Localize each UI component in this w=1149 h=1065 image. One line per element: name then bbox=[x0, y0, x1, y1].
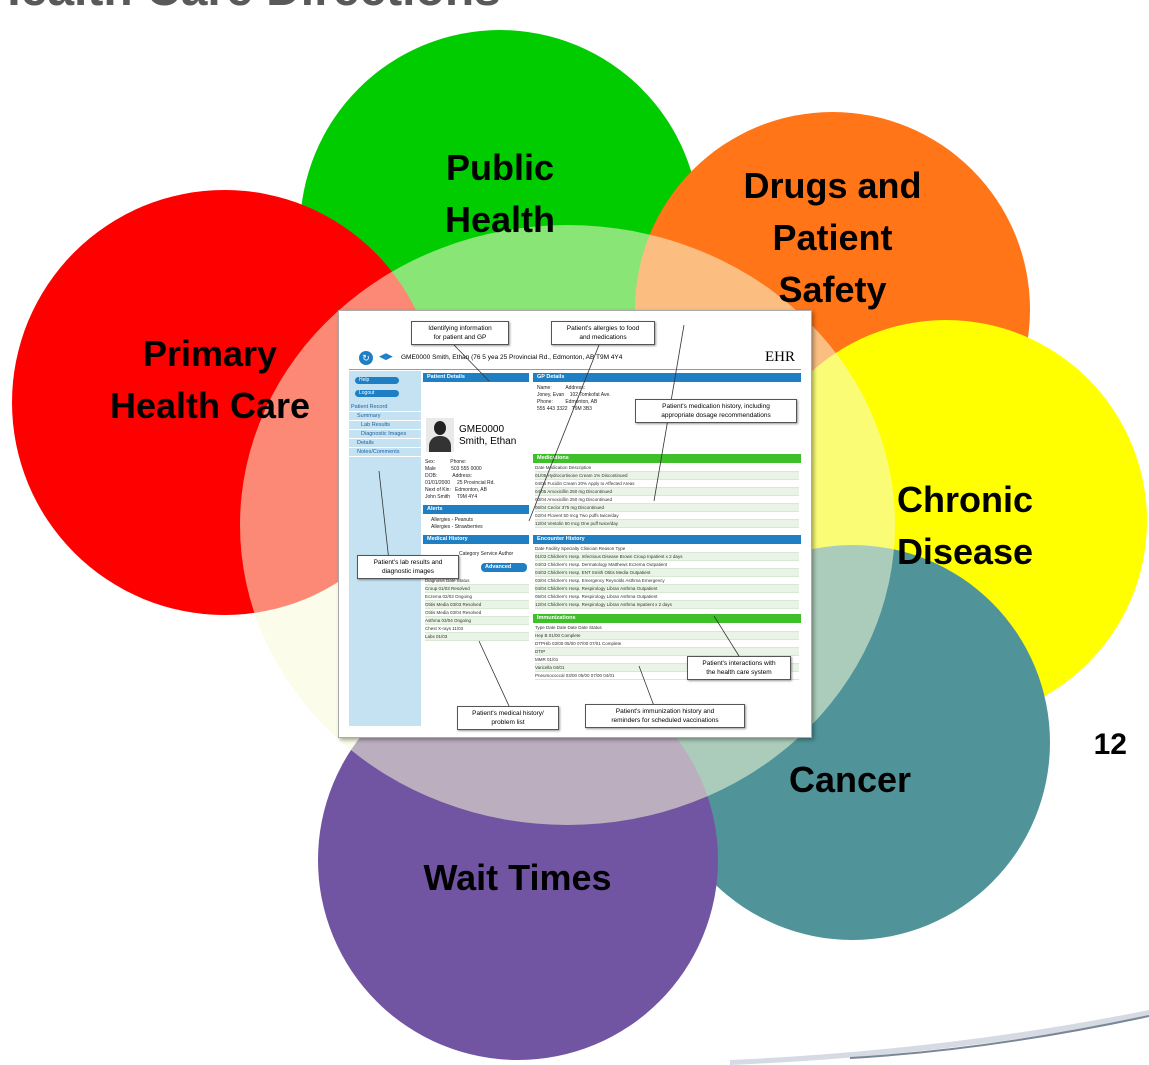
table-row: Date Facility Specialty Clinician Reason… bbox=[535, 545, 799, 553]
label-cancer: Cancer bbox=[788, 759, 912, 800]
ehr-sidebar: Help Logout Patient Record Summary Lab R… bbox=[349, 371, 421, 726]
table-row: Date Medication Description bbox=[535, 464, 799, 472]
encounter-history-table: Date Facility Specialty Clinician Reason… bbox=[535, 545, 799, 609]
ehr-screenshot: ↻ ◀▶ GME0000 Smith, Ethan (76 5 yea 25 P… bbox=[338, 310, 812, 738]
table-row: 04/04 Children's Hosp. Respirology Libra… bbox=[535, 585, 799, 593]
table-row: 02/04 Flovent 50 mcg Two puffs twice/day bbox=[535, 512, 799, 520]
table-row: DTPHib 03/00 05/00 07/00 07/01 Complete bbox=[535, 640, 799, 648]
gp-details-header: GP Details bbox=[533, 373, 801, 382]
sidebar-item-notes[interactable]: Notes/Comments bbox=[349, 448, 421, 457]
patient-photo bbox=[426, 418, 454, 452]
page-number: 12 bbox=[1093, 728, 1127, 761]
label-primary-health-care: Primary Health Care bbox=[109, 333, 311, 426]
logout-button[interactable]: Logout bbox=[355, 390, 399, 397]
table-row: 12/04 Children's Hosp. Respirology Libra… bbox=[535, 601, 799, 609]
table-row[interactable]: Asthma 03/04 Ongoing bbox=[425, 617, 529, 625]
table-row[interactable]: Otitis Media 03/04 Resolved bbox=[425, 609, 529, 617]
table-row: 03/04 Amoxicillin 250 mg Discontinued bbox=[535, 496, 799, 504]
history-filters[interactable]: Category Service Author bbox=[459, 551, 514, 557]
table-row: Type Date Date Date Date Status bbox=[535, 624, 799, 632]
ehr-brand-logo: EHR bbox=[765, 349, 795, 365]
advanced-button[interactable]: Advanced bbox=[481, 563, 527, 572]
table-row: 01/05 Hydrocortisone Cream 1% Discontinu… bbox=[535, 472, 799, 480]
label-drugs-patient-safety: Drugs and Patient Safety bbox=[743, 165, 922, 310]
table-row: MMR 01/01 bbox=[535, 656, 799, 664]
callout-medical-history: Patient's medical history/ problem list bbox=[457, 706, 559, 730]
encounter-history-header: Encounter History bbox=[533, 535, 801, 544]
table-row: 05/04 Children's Hosp. Respirology Libra… bbox=[535, 593, 799, 601]
ehr-header-bar: ↻ ◀▶ GME0000 Smith, Ethan (76 5 yea 25 P… bbox=[349, 349, 801, 370]
table-row[interactable]: Croup 01/03 Resolved bbox=[425, 585, 529, 593]
refresh-icon: ↻ bbox=[359, 351, 373, 365]
patient-details-header: Patient Details bbox=[423, 373, 529, 382]
slide-title: Health Care Directions bbox=[0, 0, 501, 17]
alerts-header: Alerts bbox=[423, 505, 529, 514]
table-row: DTIP bbox=[535, 648, 799, 656]
callout-immunization-history: Patient's immunization history and remin… bbox=[585, 704, 745, 728]
callout-identifying-info: Identifying information for patient and … bbox=[411, 321, 509, 345]
table-row[interactable]: Eczema 02/03 Ongoing bbox=[425, 593, 529, 601]
medical-history-header: Medical History bbox=[423, 535, 529, 544]
table-row: 04/03 Children's Hosp. Dermatology Matth… bbox=[535, 561, 799, 569]
gp-fields: Name: Address: Joney, Evan 102 Tomkofat … bbox=[537, 385, 611, 412]
ehr-patient-bar: GME0000 Smith, Ethan (76 5 yea 25 Provin… bbox=[401, 354, 623, 361]
table-row: Diagnosis Date Status bbox=[425, 577, 529, 585]
sidebar-item-summary[interactable]: Summary bbox=[349, 412, 421, 421]
immunizations-header: Immunizations bbox=[533, 614, 801, 623]
nav-arrows-icon: ◀▶ bbox=[379, 351, 393, 361]
medications-table: Date Medication Description 01/05 Hydroc… bbox=[535, 464, 799, 528]
patient-id-name: GME0000 Smith, Ethan bbox=[459, 424, 517, 447]
table-row: 03/04 Children's Hosp. Emergency Reynold… bbox=[535, 577, 799, 585]
sidebar-item-diagnostic-images[interactable]: Diagnostic Images bbox=[349, 430, 421, 439]
table-row: Pneumococcal 03/00 05/00 07/00 04/01 bbox=[535, 672, 799, 680]
callout-allergies: Patient's allergies to food and medicati… bbox=[551, 321, 655, 345]
table-row: 01/03 Children's Hosp. Infectious Diseas… bbox=[535, 553, 799, 561]
sidebar-item-lab-results[interactable]: Lab Results bbox=[349, 421, 421, 430]
callout-medication-history: Patient's medication history, including … bbox=[635, 399, 797, 423]
table-row: 06/04 Ceclor 375 mg Discontinued bbox=[535, 504, 799, 512]
footer-swoosh-graphic bbox=[730, 1010, 1149, 1065]
alerts-list: Allergies - Peanuts Allergies - Strawber… bbox=[431, 517, 483, 530]
table-row: 04/03 Children's Hosp. ENT Smith Otitis … bbox=[535, 569, 799, 577]
medications-header: Medications bbox=[533, 454, 801, 463]
label-chronic-disease: Chronic Disease bbox=[896, 479, 1034, 572]
table-row: 04/05 Amoxicillin 250 mg Discontinued bbox=[535, 488, 799, 496]
table-row: Varicella 04/01 bbox=[535, 664, 799, 672]
sidebar-item-details[interactable]: Details bbox=[349, 439, 421, 448]
table-row[interactable]: Otitis Media 03/03 Resolved bbox=[425, 601, 529, 609]
sidebar-item-patient-record[interactable]: Patient Record bbox=[349, 403, 421, 412]
label-wait-times: Wait Times bbox=[423, 857, 612, 898]
table-row: 04/05 Fucidin Cream 20% Apply to Affecte… bbox=[535, 480, 799, 488]
table-row[interactable]: Labs 01/03 bbox=[425, 633, 529, 641]
patient-fields: Sex: Phone: Male 503 555 0000 DOB: Addre… bbox=[425, 459, 495, 500]
callout-interactions: Patient's interactions with the health c… bbox=[687, 656, 791, 680]
callout-lab-results: Patient's lab results and diagnostic ima… bbox=[357, 555, 459, 579]
immunizations-table: Type Date Date Date Date Status Hep B 01… bbox=[535, 624, 799, 680]
table-row[interactable]: Chest X-rays 11/03 bbox=[425, 625, 529, 633]
label-public-health: Public Health bbox=[444, 147, 556, 240]
table-row: 12/04 Ventolin 50 mcg One puff twice/day bbox=[535, 520, 799, 528]
table-row: Hep B 01/00 Complete bbox=[535, 632, 799, 640]
medical-history-table: Diagnosis Date Status Croup 01/03 Resolv… bbox=[425, 577, 529, 641]
help-button[interactable]: Help bbox=[355, 377, 399, 384]
